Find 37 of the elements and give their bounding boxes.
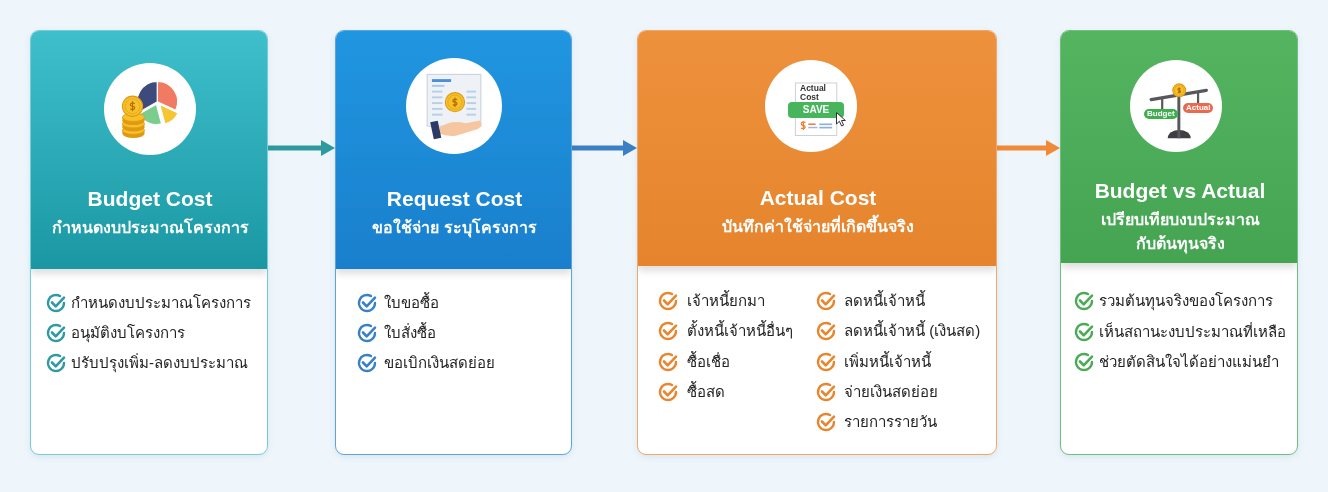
list-item: รวมต้นทุนจริงของโครงการ <box>1099 291 1273 313</box>
card-title: Actual Cost <box>758 185 878 211</box>
list-item: ใบสั่งซื้อ <box>384 321 436 343</box>
save-button: SAVE <box>788 102 844 118</box>
card-title: Request Cost <box>385 186 524 212</box>
list-item: เห็นสถานะงบประมาณที่เหลือ <box>1099 321 1286 342</box>
arrow <box>268 140 335 156</box>
card-subtitle: ขอใช้จ่าย ระบุโครงการ <box>371 217 538 240</box>
list-item: ลดหนี้เจ้าหนี้ <box>844 289 925 311</box>
list-item: ใบขอซื้อ <box>384 291 439 313</box>
list-item: ซื้อเชื่อ <box>687 350 730 372</box>
list-item: เจ้าหนี้ยกมา <box>687 289 765 311</box>
process-card <box>1060 30 1298 455</box>
list-item: เพิ่มหนี้เจ้าหนี้ <box>844 350 931 372</box>
arrow <box>572 140 637 156</box>
list-item: ช่วยตัดสินใจได้อย่างแม่นยำ <box>1099 352 1279 372</box>
list-item: กำหนดงบประมาณโครงการ <box>71 293 251 313</box>
card-subtitle: เปรียบเทียบงบประมาณ กับต้นทุนจริง <box>1099 210 1261 256</box>
list-item: ลดหนี้เจ้าหนี้ (เงินสด) <box>844 319 981 341</box>
arrow <box>997 140 1060 156</box>
tag-label: Actual <box>1183 103 1214 113</box>
list-item: ปรับปรุงเพิ่ม-ลดงบประมาณ <box>71 352 248 375</box>
process-card <box>335 30 572 455</box>
list-item: ตั้งหนี้เจ้าหนี้อื่นๆ <box>687 319 793 341</box>
icon-text: Actual Cost <box>800 84 827 102</box>
card-subtitle: บันทึกค่าใช้จ่ายที่เกิดขึ้นจริง <box>643 215 993 239</box>
card-subtitle: กำหนดงบประมาณโครงการ <box>50 217 250 238</box>
list-item: อนุมัติงบโครงการ <box>71 323 185 345</box>
process-card <box>30 30 268 455</box>
list-item: ขอเบิกเงินสดย่อย <box>384 353 495 373</box>
list-item: รายการรายวัน <box>844 412 937 432</box>
card-title: Budget vs Actual <box>1093 178 1267 204</box>
list-item: ซื้อสด <box>687 380 725 402</box>
process-card <box>637 30 997 455</box>
list-item: จ่ายเงินสดย่อย <box>844 382 938 402</box>
tag-label: Budget <box>1144 109 1178 119</box>
card-title: Budget Cost <box>86 186 214 212</box>
